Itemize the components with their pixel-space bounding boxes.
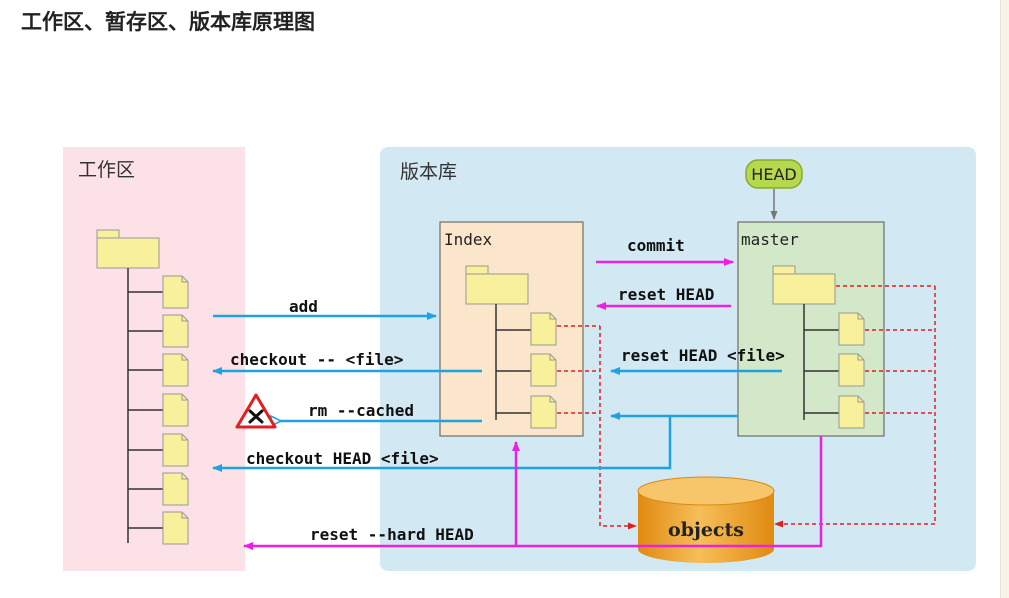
master-label: master (741, 230, 799, 249)
add-label: add (289, 297, 318, 316)
working-file-icon (162, 472, 189, 506)
master-file-icon (838, 395, 865, 429)
checkout-file-label: checkout -- <file> (230, 350, 403, 369)
checkout-head-file-arrow (212, 414, 738, 472)
reset-hard-head-label: reset --hard HEAD (310, 525, 474, 544)
commit-label: commit (627, 236, 685, 255)
rm-cached-label: rm --cached (308, 401, 414, 420)
index-label: Index (444, 230, 493, 249)
master-tree (772, 265, 865, 429)
checkout-head-file-label: checkout HEAD <file> (246, 449, 439, 468)
index-box (439, 221, 584, 437)
reset-head-file-label: reset HEAD <file> (621, 346, 785, 365)
warning-x-icon (235, 393, 277, 429)
page-title: 工作区、暂存区、版本库原理图 (21, 10, 315, 34)
index-tree (465, 265, 557, 429)
object-links (557, 285, 936, 530)
index-file-icon (530, 395, 557, 429)
master-file-icon (838, 312, 865, 346)
head-badge (745, 159, 803, 189)
repository-zone-label: 版本库 (400, 161, 457, 183)
objects-label: objects (668, 519, 744, 541)
reset-head-label: reset HEAD (618, 285, 714, 304)
working-file-icon (162, 353, 189, 387)
reset-hard-head-arrow (243, 436, 823, 550)
master-file-icon (838, 353, 865, 387)
index-file-icon (530, 312, 557, 346)
working-file-icon (162, 511, 189, 545)
working-directory-zone (63, 147, 245, 571)
scrollbar-track[interactable] (1000, 0, 1009, 598)
working-tree (96, 229, 189, 545)
head-label: HEAD (751, 165, 796, 184)
working-file-icon (162, 433, 189, 467)
working-file-icon (162, 393, 189, 427)
index-file-icon (530, 353, 557, 387)
objects-database: objects (637, 476, 775, 563)
working-file-icon (162, 275, 189, 309)
working-zone-label: 工作区 (78, 159, 135, 181)
working-file-icon (162, 314, 189, 348)
